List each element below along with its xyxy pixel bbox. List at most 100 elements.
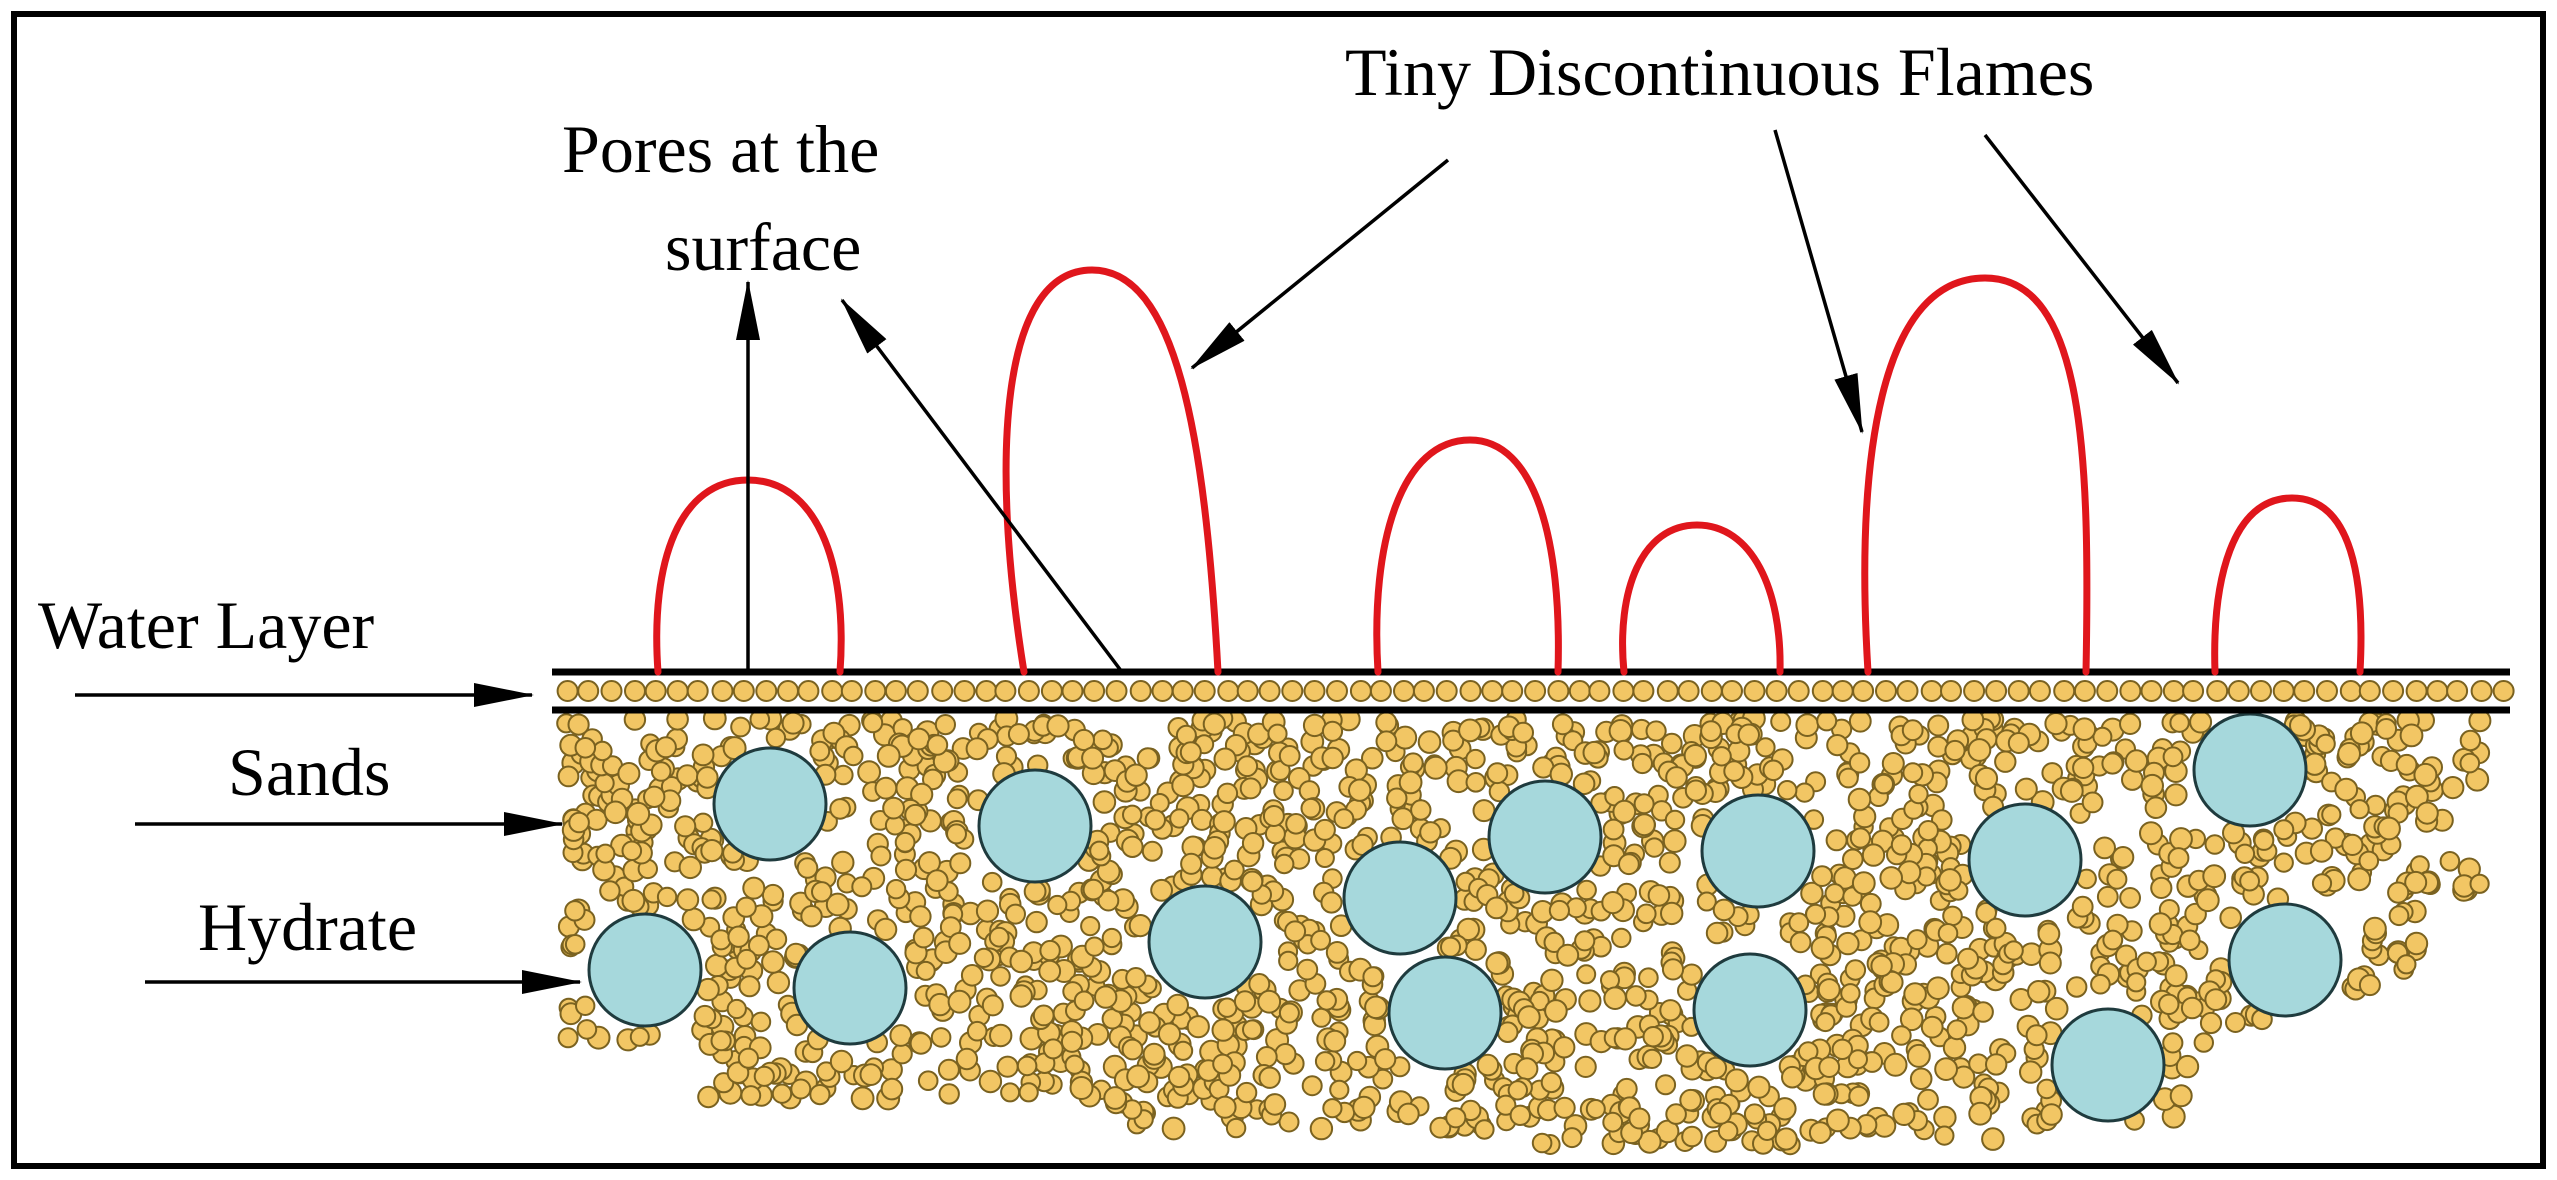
sand-grain-icon	[1144, 809, 1167, 831]
sand-grain-icon	[1303, 680, 1326, 702]
sand-grain-icon	[910, 782, 934, 807]
sand-grain-icon	[829, 798, 851, 820]
sand-grain-icon	[1248, 973, 1271, 995]
sand-grain-icon	[2395, 753, 2418, 776]
sand-grain-icon	[2225, 1012, 2246, 1033]
sands-label: Sands	[228, 734, 390, 810]
sand-grain-icon	[1064, 1054, 1085, 1075]
sand-grain-icon	[1927, 714, 1950, 737]
sand-grain-icon	[748, 934, 770, 957]
sand-grain-icon	[1842, 848, 1864, 871]
sand-grain-icon	[2162, 1032, 2184, 1054]
sand-grain-icon	[1679, 1088, 1702, 1112]
sand-grain-icon	[2363, 916, 2387, 941]
sand-grain-icon	[1257, 989, 1282, 1014]
sand-grain-icon	[1202, 836, 1227, 860]
sand-grain-icon	[1333, 808, 1355, 830]
sand-grain-icon	[1826, 1108, 1850, 1133]
sand-grain-icon	[1868, 1011, 1890, 1033]
sand-grain-icon	[1721, 680, 1743, 702]
sand-grain-icon	[1582, 740, 1606, 765]
flame-arc-icon	[1619, 521, 1784, 676]
sand-grain-icon	[1704, 1056, 1728, 1080]
sand-grain-icon	[809, 740, 831, 762]
sand-grain-icon	[1361, 746, 1384, 770]
sand-grain-icon	[809, 1084, 831, 1106]
sand-grain-icon	[2316, 680, 2338, 702]
sand-grain-icon	[1848, 1085, 1870, 1107]
sand-grain-icon	[1540, 1071, 1563, 1094]
sand-grain-icon	[1423, 755, 1448, 780]
sand-grain-icon	[973, 947, 995, 969]
sand-grain-icon	[1811, 865, 1833, 887]
sand-grain-icon	[1485, 951, 1509, 976]
sand-grain-icon	[1812, 1082, 1836, 1106]
sand-grain-icon	[1601, 891, 1625, 915]
sand-grain-icon	[2136, 951, 2157, 972]
sand-grain-icon	[577, 680, 600, 702]
sand-grain-icon	[1844, 959, 1867, 981]
sand-grain-icon	[1849, 827, 1872, 849]
sand-grain-icon	[592, 740, 613, 762]
sand-grain-icon	[1190, 808, 1213, 831]
sand-grain-icon	[1515, 1057, 1539, 1081]
sand-grain-icon	[2250, 680, 2272, 702]
sand-grain-icon	[1817, 978, 1841, 1002]
sand-grain-icon	[1402, 752, 1424, 774]
sand-grain-icon	[1696, 891, 1717, 912]
hydrate-particle-icon	[2227, 902, 2343, 1018]
arrow-pointer-icon	[1983, 133, 2180, 385]
sand-grain-icon	[2158, 993, 2180, 1015]
sand-grain-icon	[2081, 791, 2104, 814]
sand-grain-icon	[1352, 1095, 1376, 1120]
sand-grain-icon	[1906, 1043, 1931, 1068]
sand-grain-icon	[1296, 958, 1319, 981]
sand-grain-icon	[1665, 1103, 1687, 1125]
arrow-pointer-icon	[840, 298, 1124, 674]
sand-grain-icon	[1136, 747, 1159, 770]
hydrate-particle-icon	[1487, 779, 1603, 895]
sand-grain-icon	[1994, 750, 2017, 773]
sand-grain-icon	[2311, 873, 2333, 894]
sand-grain-icon	[1258, 680, 1281, 702]
sand-grain-icon	[1938, 868, 1962, 892]
sand-grain-icon	[600, 680, 623, 702]
sand-grain-icon	[1311, 1007, 1332, 1028]
sand-grain-icon	[2090, 973, 2111, 995]
sand-grain-icon	[1585, 1099, 1606, 1119]
sand-grain-icon	[1920, 680, 1943, 702]
sand-grain-icon	[650, 761, 672, 782]
sand-grain-icon	[790, 1078, 812, 1100]
sand-grain-icon	[1942, 905, 1963, 927]
flame-arc-icon	[1002, 266, 1222, 676]
sand-grain-icon	[1474, 1119, 1495, 1140]
sand-grain-icon	[710, 1030, 732, 1052]
sand-grain-icon	[1638, 967, 1659, 989]
sand-grain-icon	[564, 900, 586, 922]
sand-grain-icon	[676, 764, 699, 787]
sand-grain-icon	[1553, 1036, 1576, 1059]
sand-grain-icon	[2321, 804, 2342, 825]
arrow-pointer-icon	[1773, 129, 1864, 434]
sand-grain-icon	[1942, 1036, 1967, 1060]
sand-grain-icon	[2101, 752, 2124, 775]
sand-grain-icon	[978, 1069, 1003, 1094]
sand-grain-icon	[681, 907, 706, 932]
sand-grain-icon	[1618, 853, 1640, 876]
sand-grain-icon	[990, 966, 1011, 987]
sand-grain-icon	[894, 858, 918, 882]
sand-grain-icon	[1126, 1064, 1150, 1089]
sand-grain-icon	[1375, 711, 1398, 734]
sand-grain-icon	[975, 899, 1000, 923]
sand-grain-icon	[2040, 1103, 2063, 1126]
sand-grain-icon	[1121, 835, 1144, 858]
sand-grain-icon	[1838, 767, 1859, 789]
flames-group	[653, 266, 2365, 676]
sand-grain-icon	[1683, 744, 1708, 768]
sand-grain-icon	[2072, 756, 2095, 780]
sand-grain-icon	[1217, 997, 1238, 1018]
sand-grain-icon	[2426, 680, 2449, 702]
sand-grain-icon	[1890, 834, 1913, 856]
sand-grain-icon	[1171, 680, 1194, 702]
hydrate-particle-icon	[2050, 1007, 2166, 1123]
